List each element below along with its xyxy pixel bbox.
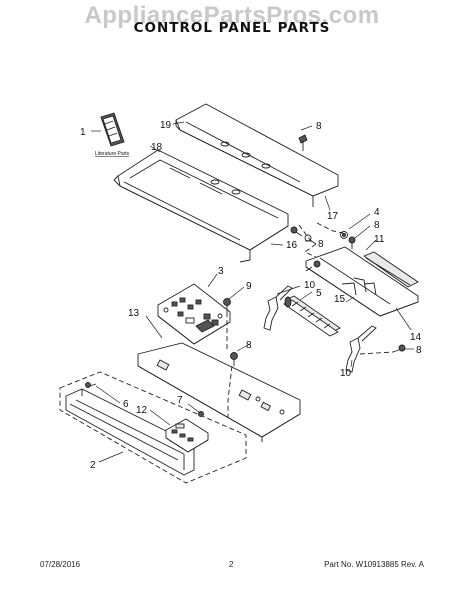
screw-8a: [298, 134, 308, 151]
callout-8-far-right: 8: [416, 345, 422, 356]
screw-8f: [230, 352, 238, 366]
electronic-control-board: [157, 283, 231, 345]
callout-16: 16: [286, 240, 298, 251]
callout-19: 19: [160, 120, 172, 131]
callout-5: 5: [316, 288, 322, 299]
screw-9: [223, 298, 231, 312]
callout-12: 12: [136, 405, 148, 416]
callout-14: 14: [410, 332, 422, 343]
callout-4: 4: [374, 207, 380, 218]
screw-8d: [305, 260, 321, 272]
callout-11: 11: [374, 234, 385, 245]
callout-7: 7: [177, 395, 183, 406]
callout-9: 9: [246, 281, 252, 292]
callout-17: 17: [327, 211, 339, 222]
callout-8-right: 8: [374, 220, 380, 231]
control-panel-tray: [113, 149, 289, 263]
callout-3: 3: [218, 266, 224, 277]
watermark: AppliancePartsPros.com: [84, 2, 380, 29]
callout-10-lower: 10: [340, 368, 352, 379]
callout-8-mid: 8: [318, 239, 324, 250]
screw-16: [304, 234, 317, 245]
callout-15: 15: [334, 294, 346, 305]
fan-bracket-left: [263, 285, 293, 331]
callout-18: 18: [151, 142, 163, 153]
callout-1: 1: [80, 127, 86, 138]
tangential-fan: [283, 295, 341, 337]
literature-booklet: [100, 112, 125, 147]
footer-page-number: 2: [229, 560, 234, 569]
screw-8c: [290, 226, 303, 237]
footer-date: 07/28/2016: [40, 560, 81, 569]
callout-6: 6: [123, 399, 129, 410]
screw-8b: [348, 236, 356, 249]
literature-parts-label: Literature Parts: [95, 151, 130, 157]
page-title: CONTROL PANEL PARTS: [133, 20, 331, 36]
callout-2: 2: [90, 460, 96, 471]
callout-10-upper: 10: [304, 280, 316, 291]
control-panel-trim-assembly: [59, 371, 247, 484]
control-backing-plate: [137, 342, 301, 442]
callout-8-lower: 8: [246, 340, 252, 351]
callout-8-top: 8: [316, 121, 322, 132]
top-bracket-panel: [175, 103, 339, 207]
screw-6: [85, 382, 97, 388]
fan-bracket-right: [345, 325, 377, 373]
footer-part-number: Part No. W10913885 Rev. A: [324, 560, 424, 569]
hook-pins: [341, 277, 377, 296]
leader-lines: [91, 121, 414, 463]
fan-mount-bracket: [305, 246, 419, 317]
screw-8e: [392, 344, 406, 353]
user-interface-board: [165, 418, 209, 453]
callout-13: 13: [128, 308, 140, 319]
